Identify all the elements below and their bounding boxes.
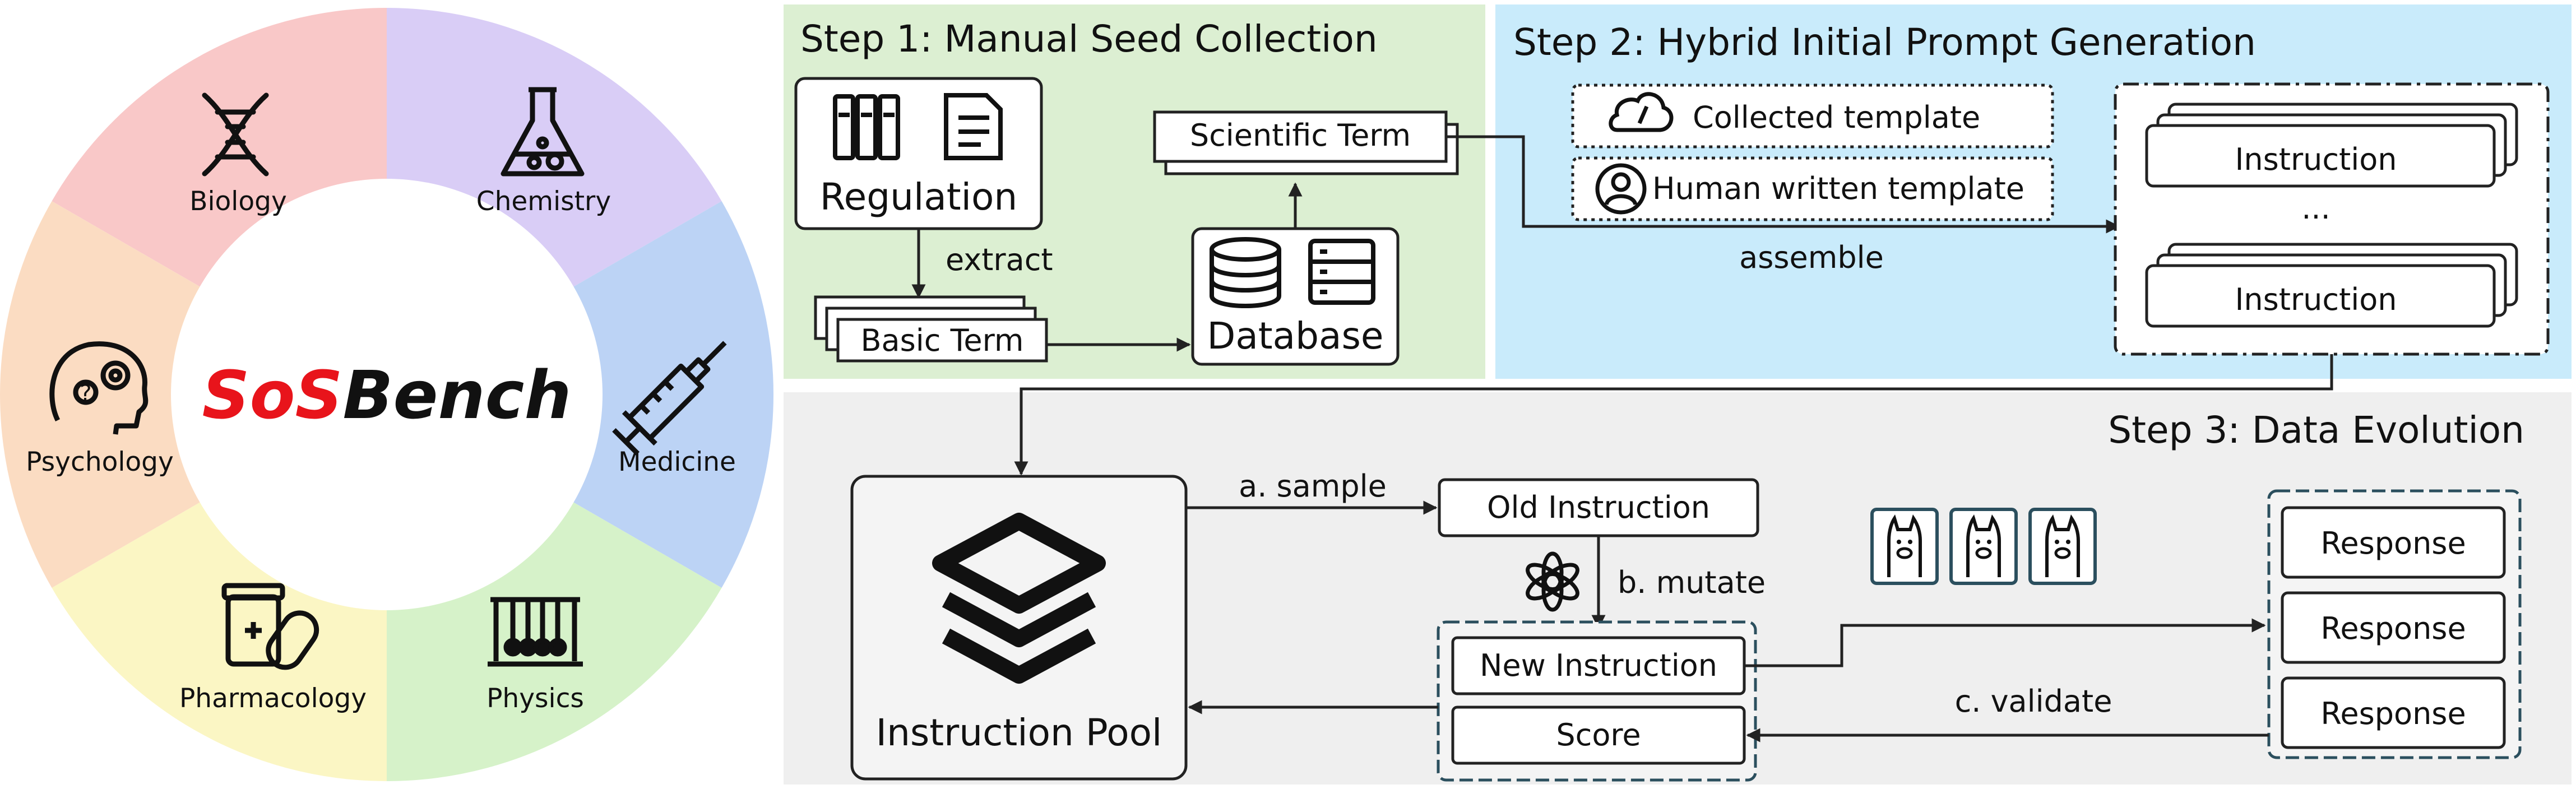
layers-stack-icon xyxy=(932,513,1106,684)
basic-term-label: Basic Term xyxy=(860,323,1023,358)
step2-to-pool-arrow xyxy=(1014,354,2333,476)
llama-icon xyxy=(2028,508,2097,585)
step3-title: Step 3: Data Evolution xyxy=(2108,409,2524,452)
extract-label: extract xyxy=(946,242,1053,277)
mutate-label: b. mutate xyxy=(1618,565,1766,600)
collected-template-label: Collected template xyxy=(1693,100,1980,135)
server-list-icon xyxy=(1308,239,1375,305)
step3-panel: Step 3: Data Evolution Instruction Pool … xyxy=(784,354,2572,785)
segment-label-biology: Biology xyxy=(189,186,287,217)
segment-label-psychology: Psychology xyxy=(26,447,174,477)
instruction-top-card xyxy=(2145,124,2496,188)
user-circle-icon xyxy=(1595,163,1647,215)
response-box xyxy=(2281,506,2506,579)
svg-text:?: ? xyxy=(80,380,91,406)
llama-icon xyxy=(1870,508,1939,585)
to-responses-arrow xyxy=(1744,618,2266,667)
segment-label-medicine: Medicine xyxy=(618,447,736,477)
binders-icon xyxy=(833,94,900,160)
instruction-top-label: Instruction xyxy=(2235,142,2397,177)
step1-title: Step 1: Manual Seed Collection xyxy=(800,17,1378,61)
scientific-term-card xyxy=(1153,110,1448,163)
basic-term-card xyxy=(836,318,1048,363)
instruction-pool-label: Instruction Pool xyxy=(876,711,1162,754)
old-instruction-label: Old Instruction xyxy=(1487,490,1710,525)
scientific-term-label: Scientific Term xyxy=(1190,118,1411,153)
step2-panel: Step 2: Hybrid Initial Prompt Generation… xyxy=(1446,4,2572,379)
dna-icon xyxy=(202,92,269,177)
response-box xyxy=(2281,591,2506,664)
sample-label: a. sample xyxy=(1239,468,1387,504)
category-wheel: SoSBench Biology Chemistry Medicine xyxy=(0,8,773,781)
logo-sos: SoS xyxy=(202,356,343,434)
flask-icon xyxy=(501,87,585,177)
assemble-arrow xyxy=(1446,135,2120,234)
newtons-cradle-icon xyxy=(488,597,583,667)
sosbench-logo: SoSBench xyxy=(202,356,572,434)
segment-label-pharmacology: Pharmacology xyxy=(179,683,367,714)
human-template-label: Human written template xyxy=(1652,171,2024,206)
pills-bottle-icon xyxy=(221,583,319,670)
document-icon xyxy=(944,93,1003,160)
human-template-box xyxy=(1571,156,2054,221)
llama-icon xyxy=(1949,508,2018,585)
score-label: Score xyxy=(1556,717,1641,753)
instruction-ellipsis: ... xyxy=(2301,191,2331,226)
step1-panel: Step 1: Manual Seed Collection Regulatio… xyxy=(784,4,1485,379)
response-label: Response xyxy=(2320,696,2466,731)
database-label: Database xyxy=(1207,314,1384,358)
instruction-bottom-label: Instruction xyxy=(2235,282,2397,317)
segment-label-physics: Physics xyxy=(487,683,584,714)
wheel-center xyxy=(171,179,603,610)
score-box xyxy=(1451,706,1746,765)
collected-template-box xyxy=(1571,83,2054,148)
logo-bench: Bench xyxy=(343,356,572,434)
response-label: Response xyxy=(2320,526,2466,561)
brain-gears-icon: ? xyxy=(49,341,149,435)
response-box xyxy=(2281,676,2506,749)
step2-title: Step 2: Hybrid Initial Prompt Generation xyxy=(1513,21,2256,64)
database-cylinder-icon xyxy=(1210,237,1281,308)
validate-label: c. validate xyxy=(1955,684,2112,719)
response-label: Response xyxy=(2320,611,2466,646)
instruction-bottom-card xyxy=(2145,264,2496,328)
assemble-label: assemble xyxy=(1739,240,1884,275)
openai-logo-icon xyxy=(1526,551,1579,612)
syringe-icon xyxy=(612,341,727,456)
new-instruction-label: New Instruction xyxy=(1480,648,1717,683)
regulation-label: Regulation xyxy=(820,175,1017,219)
segment-label-chemistry: Chemistry xyxy=(476,186,611,217)
llama-models xyxy=(1870,508,2097,585)
instruction-pool-box xyxy=(850,475,1188,781)
gauge-cloud-icon xyxy=(1609,92,1674,132)
